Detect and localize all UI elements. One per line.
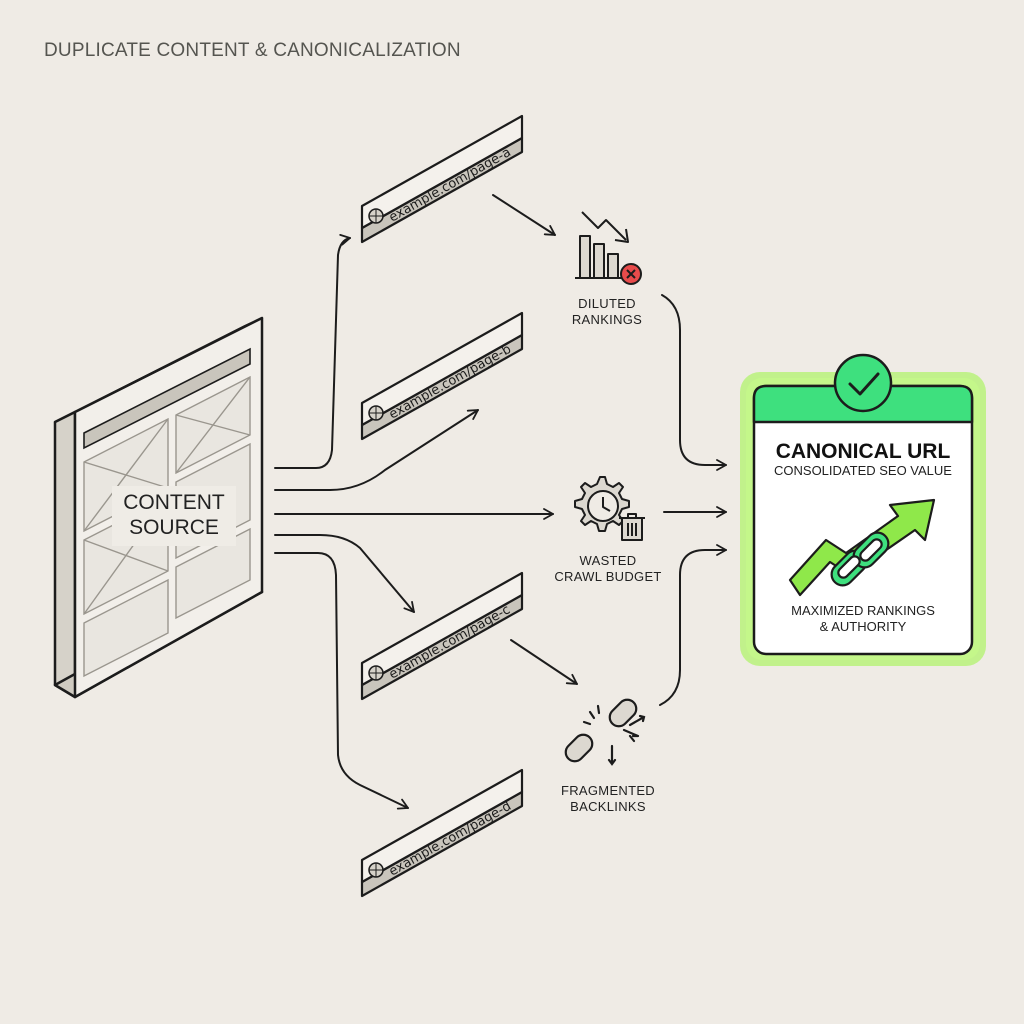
arrow-to-fragmented-backlinks (510, 639, 578, 685)
arrow-to-page-d (274, 552, 409, 810)
arrow-to-diluted-rankings (492, 194, 556, 236)
broken-chain-icon (564, 698, 646, 766)
wasted-crawl-budget-label: WASTED CRAWL BUDGET (548, 553, 668, 585)
diluted-rankings-line2: RANKINGS (571, 312, 643, 327)
arrow-to-page-a (274, 233, 351, 469)
arrow-to-page-b (274, 409, 479, 491)
gear-clock-trash-icon (574, 476, 645, 541)
growth-chain-icon (788, 498, 936, 597)
checkmark-badge-icon (833, 353, 893, 413)
wasted-crawl-budget-line2: CRAWL BUDGET (554, 569, 662, 584)
diagram-title: DUPLICATE CONTENT & CANONICALIZATION (44, 40, 461, 61)
url-bar-page-c: example.com/page-c (360, 571, 524, 701)
canonical-url-footer: MAXIMIZED RANKINGS & AUTHORITY (758, 603, 968, 635)
chart-down-icon (575, 211, 642, 285)
url-bar-page-a: example.com/page-a (360, 114, 524, 244)
diluted-rankings-line1: DILUTED (578, 296, 636, 311)
arrow-fragmented-to-canonical (659, 544, 727, 706)
canonical-url-subtitle: CONSOLIDATED SEO VALUE (774, 463, 952, 478)
content-source-line2: SOURCE (129, 516, 219, 539)
fragmented-backlinks-label: FRAGMENTED BACKLINKS (548, 783, 668, 815)
arrow-to-page-c (274, 534, 415, 613)
canonical-url-title: CANONICAL URL (775, 440, 951, 463)
canonical-footer-line2: & AUTHORITY (819, 619, 907, 634)
fragmented-backlinks-line2: BACKLINKS (570, 799, 646, 814)
canonical-footer-line1: MAXIMIZED RANKINGS (791, 603, 935, 618)
content-source-page (53, 316, 264, 699)
arrow-diluted-to-canonical (661, 294, 727, 471)
fragmented-backlinks-line1: FRAGMENTED (561, 783, 655, 798)
url-bar-page-b: example.com/page-b (360, 311, 524, 441)
content-source-label: CONTENT SOURCE (94, 490, 254, 540)
diluted-rankings-label: DILUTED RANKINGS (552, 296, 662, 328)
canonical-url-card (740, 353, 986, 666)
url-bar-page-d: example.com/page-d (360, 768, 524, 898)
wasted-crawl-budget-line1: WASTED (579, 553, 637, 568)
content-source-line1: CONTENT (123, 491, 225, 514)
